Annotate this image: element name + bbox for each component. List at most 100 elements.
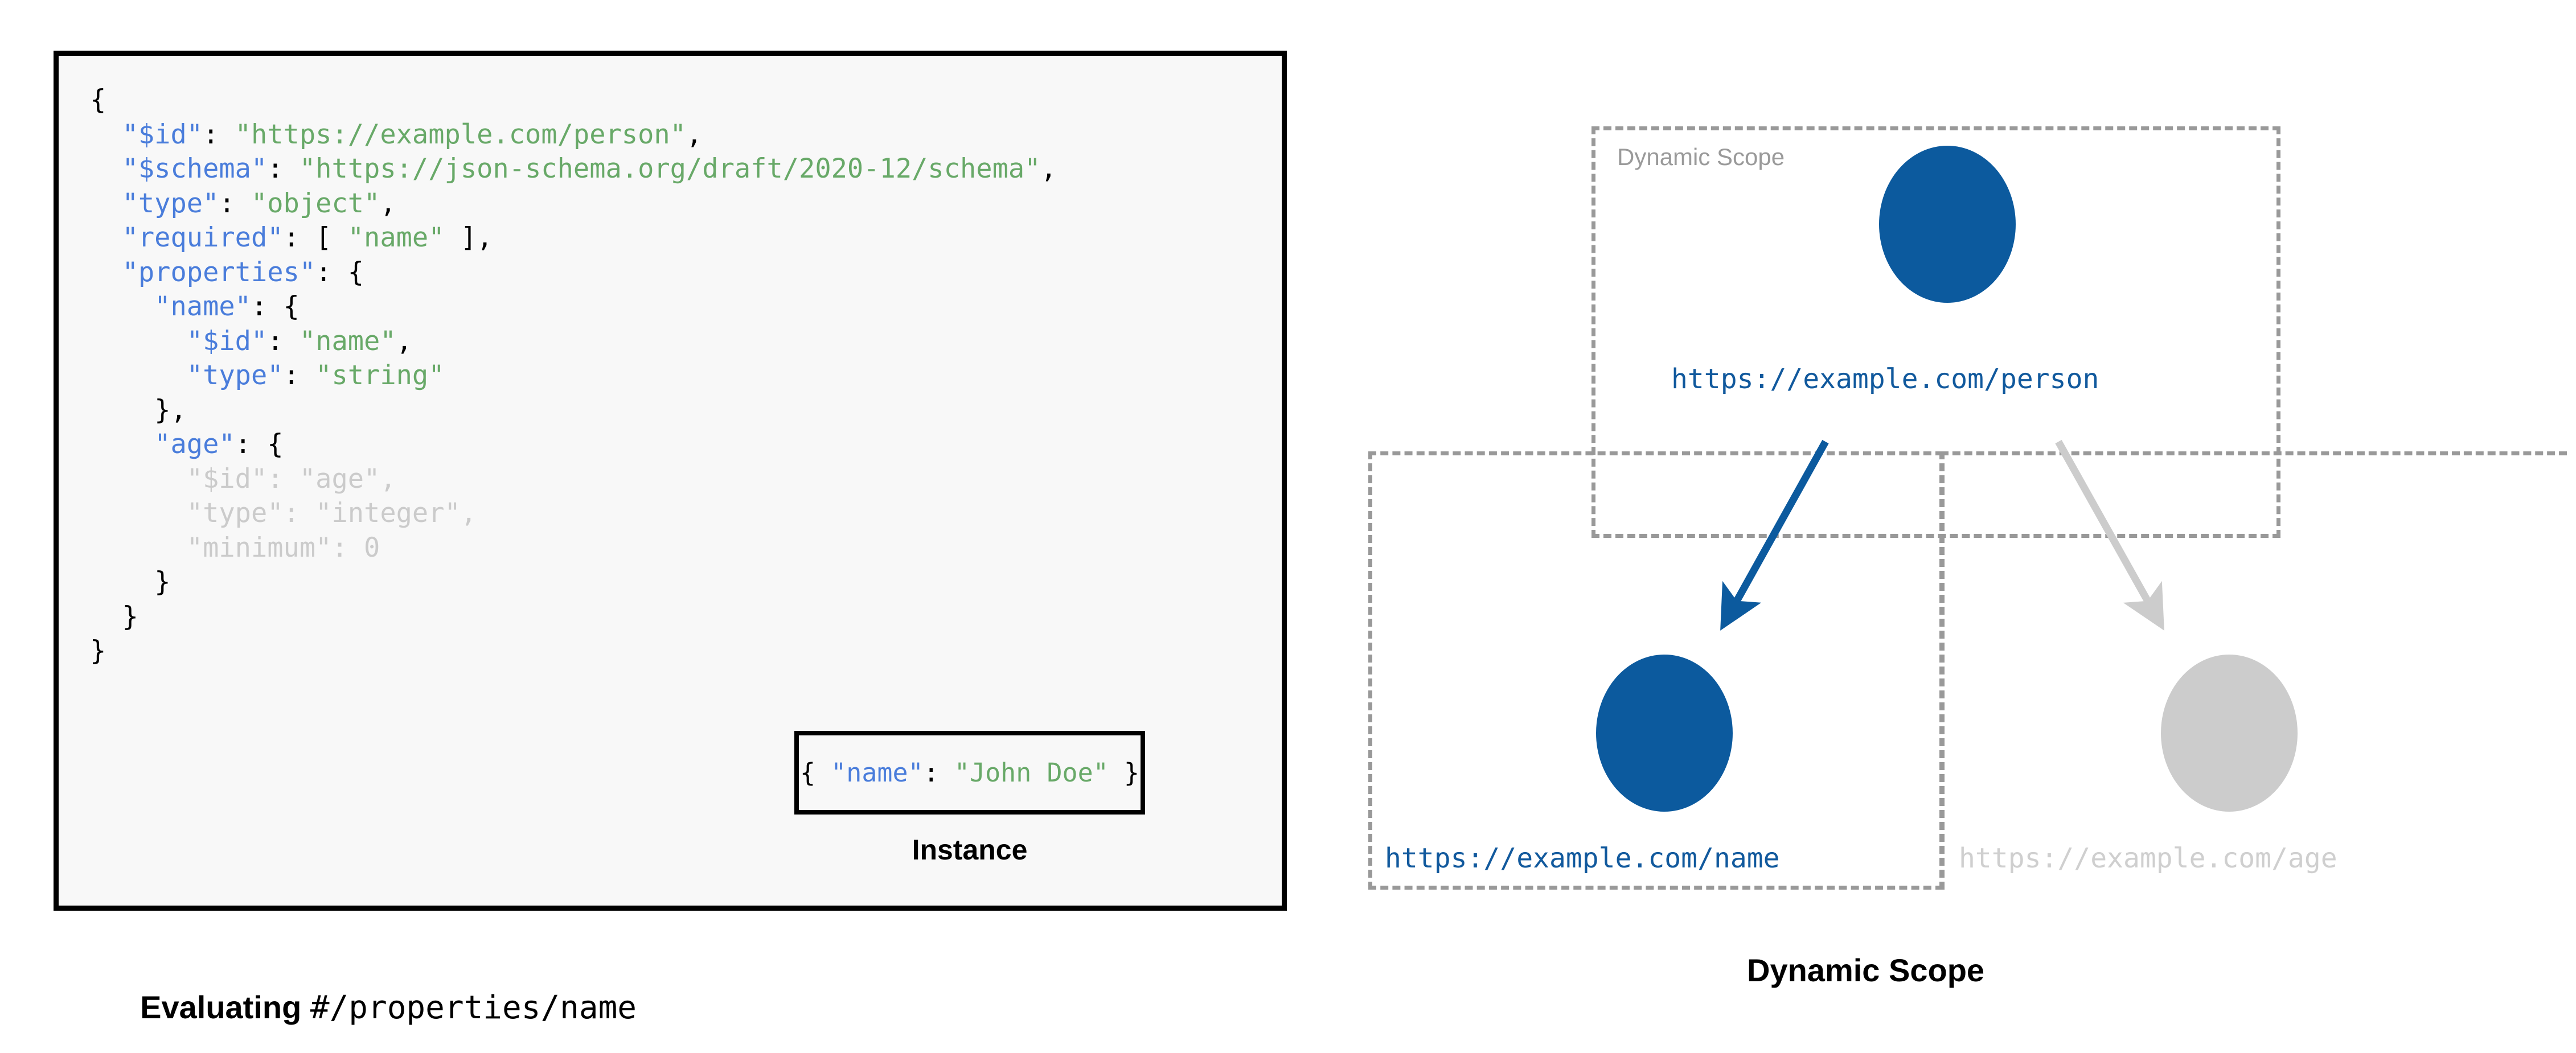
node-person xyxy=(1879,146,2016,303)
instance-caption: Instance xyxy=(912,834,1028,866)
code-line: "name": { xyxy=(90,290,1057,324)
node-label-person: https://example.com/person xyxy=(1671,363,2099,395)
code-token: "$id" xyxy=(186,325,268,357)
code-line: "$id": "https://example.com/person", xyxy=(90,118,1057,153)
code-token: : xyxy=(267,153,300,184)
code-token: "minimum" xyxy=(186,532,332,563)
code-token: "properties" xyxy=(122,256,316,288)
left-caption-pointer: #/properties/name xyxy=(310,989,637,1026)
code-token: { xyxy=(90,84,106,116)
code-token: : { xyxy=(251,291,300,322)
code-token: : xyxy=(331,532,364,563)
node-age xyxy=(2161,655,2298,812)
code-line: "$id": "age", xyxy=(90,462,1057,497)
instance-box: { "name": "John Doe" } xyxy=(794,731,1145,815)
code-indent xyxy=(90,222,122,253)
code-indent xyxy=(90,360,187,391)
code-line: "$id": "name", xyxy=(90,324,1057,359)
code-indent xyxy=(90,497,187,529)
code-token: , xyxy=(380,463,396,495)
code-token: } xyxy=(122,600,138,632)
code-indent xyxy=(90,153,122,184)
code-indent xyxy=(90,188,122,219)
code-token: : [ xyxy=(283,222,348,253)
code-token: { xyxy=(799,758,831,788)
left-caption-bold: Evaluating xyxy=(140,989,310,1025)
code-token: "type" xyxy=(122,187,219,219)
code-token: "John Doe" xyxy=(954,758,1109,788)
code-token: "type" xyxy=(186,360,284,391)
code-token: } xyxy=(154,566,171,598)
code-token: } xyxy=(90,635,106,667)
code-token: "$id" xyxy=(122,118,203,150)
code-indent xyxy=(90,394,154,426)
code-token: : xyxy=(283,360,316,391)
dynamic-scope-diagram: Dynamic Scope https://example.com/person… xyxy=(1355,85,2576,939)
code-token: : { xyxy=(235,429,284,460)
code-indent xyxy=(90,429,154,460)
schema-code-listing: { "$id": "https://example.com/person", "… xyxy=(90,83,1057,669)
scope-box-person xyxy=(1591,126,2280,538)
code-token: : xyxy=(267,325,300,357)
node-label-age: https://example.com/age xyxy=(1959,842,2337,874)
code-line: "$schema": "https://json-schema.org/draf… xyxy=(90,152,1057,187)
code-token: "name" xyxy=(299,325,396,357)
code-token: "name" xyxy=(831,758,924,788)
code-token: "name" xyxy=(154,291,251,322)
code-token: , xyxy=(686,118,703,150)
code-token: "name" xyxy=(347,222,445,253)
instance-json: { "name": "John Doe" } xyxy=(800,758,1139,788)
code-line: "minimum": 0 xyxy=(90,531,1057,566)
code-token: "$id" xyxy=(186,463,268,495)
code-token: , xyxy=(396,325,412,357)
code-line: "age": { xyxy=(90,427,1057,462)
code-token: : xyxy=(203,118,235,150)
code-token: : { xyxy=(315,256,364,288)
schema-code-panel: { "$id": "https://example.com/person", "… xyxy=(54,51,1287,911)
code-line: }, xyxy=(90,393,1057,428)
code-line: } xyxy=(90,565,1057,600)
code-token: ], xyxy=(444,222,493,253)
left-figure-caption: Evaluating #/properties/name xyxy=(122,952,637,1026)
code-indent xyxy=(90,566,154,598)
code-line: "type": "object", xyxy=(90,187,1057,221)
scope-box-age xyxy=(1941,451,2567,890)
code-token: : xyxy=(923,758,954,788)
code-line: } xyxy=(90,634,1057,669)
code-token: "age" xyxy=(299,463,380,495)
code-indent xyxy=(90,532,187,563)
right-figure-caption: Dynamic Scope xyxy=(1747,952,1985,988)
code-token: "integer" xyxy=(315,497,461,529)
code-indent xyxy=(90,601,122,632)
code-line: "type": "integer", xyxy=(90,496,1057,531)
code-token: "object" xyxy=(251,187,380,219)
code-token: : xyxy=(283,497,316,529)
node-name xyxy=(1596,655,1733,812)
code-token: : xyxy=(267,463,300,495)
code-token: 0 xyxy=(364,532,380,563)
code-indent xyxy=(90,291,154,322)
code-token: } xyxy=(1108,758,1140,788)
code-indent xyxy=(90,257,122,288)
code-token: "required" xyxy=(122,222,284,253)
code-line: "required": [ "name" ], xyxy=(90,221,1057,256)
code-token: "string" xyxy=(315,360,445,391)
code-line: "type": "string" xyxy=(90,359,1057,393)
code-token: , xyxy=(460,497,477,529)
code-token: "https://json-schema.org/draft/2020-12/s… xyxy=(299,153,1041,184)
code-indent xyxy=(90,119,122,150)
code-token: }, xyxy=(154,394,187,426)
code-indent xyxy=(90,326,187,357)
code-token: : xyxy=(219,187,251,219)
code-line: "properties": { xyxy=(90,256,1057,290)
code-token: , xyxy=(380,187,396,219)
code-token: , xyxy=(1040,153,1057,184)
code-token: "type" xyxy=(186,497,284,529)
code-line: } xyxy=(90,600,1057,635)
code-indent xyxy=(90,463,187,495)
code-token: "https://example.com/person" xyxy=(235,118,686,150)
code-token: "age" xyxy=(154,429,235,460)
scope-box-label: Dynamic Scope xyxy=(1617,143,1785,170)
code-token: "$schema" xyxy=(122,153,268,184)
node-label-name: https://example.com/name xyxy=(1385,842,1780,874)
